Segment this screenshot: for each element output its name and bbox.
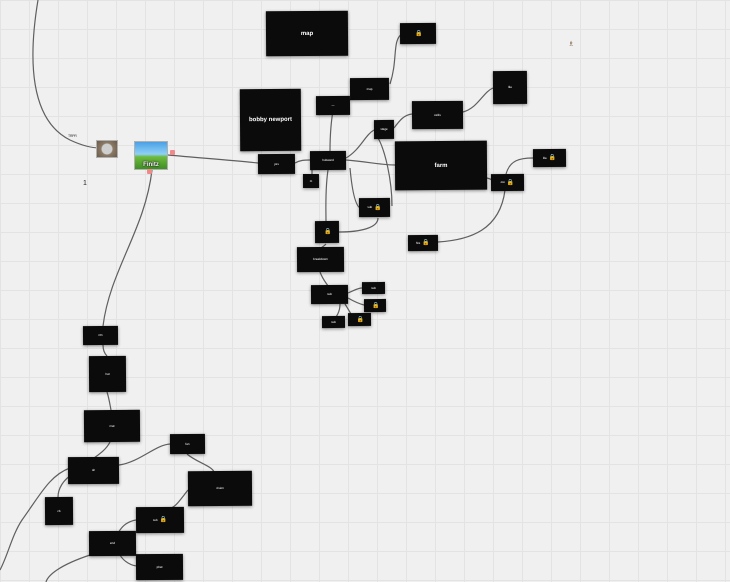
edge-node-c-to-far bbox=[462, 87, 494, 113]
lock-icon: 🔒 bbox=[324, 228, 332, 236]
edge-mid-lock-to-node-b bbox=[377, 137, 393, 207]
edge-hub-to-farm bbox=[345, 159, 397, 166]
edge-top-to-images bbox=[32, 0, 101, 149]
edge-stack-to-a bbox=[347, 287, 363, 294]
card-far[interactable]: lila bbox=[492, 70, 528, 105]
lock-icon: 🔒 bbox=[506, 179, 515, 186]
card-left-col-4[interactable]: oh bbox=[67, 456, 120, 485]
card-bobby-newport[interactable]: bobby newport bbox=[239, 88, 302, 152]
card-node-b[interactable]: stage bbox=[373, 119, 395, 140]
card-stack-c[interactable]: sub bbox=[321, 315, 346, 329]
card-vision[interactable]: vision bbox=[187, 470, 253, 507]
card-bottom-lock[interactable]: fire 🔒 bbox=[407, 234, 439, 252]
connector-handle-right[interactable] bbox=[170, 150, 175, 155]
card-far-right-lock[interactable]: lila 🔒 bbox=[532, 148, 567, 168]
edge-col3-to-col4 bbox=[93, 441, 111, 459]
card-left-entry[interactable]: yes bbox=[257, 153, 296, 175]
card-wide[interactable]: breakdown bbox=[296, 246, 345, 273]
edge-hub-to-node-b bbox=[345, 129, 375, 159]
edge-col4-to-fan bbox=[118, 443, 171, 466]
card-label: fire bbox=[416, 240, 421, 245]
card-map-right[interactable]: map bbox=[349, 77, 390, 101]
card-low-lock[interactable]: 🔒 bbox=[314, 220, 340, 244]
card-mid-lock[interactable]: sub 🔒 bbox=[358, 197, 391, 218]
edge-entry-to-hub bbox=[294, 159, 311, 164]
lock-icon: 🔒 bbox=[415, 30, 423, 37]
edge-vision-to-sub bbox=[169, 489, 189, 509]
card-stack-a[interactable]: sub bbox=[361, 281, 386, 295]
card-label: ore bbox=[500, 180, 505, 185]
card-label: lila bbox=[542, 155, 547, 160]
card-top-right-lock[interactable]: 🔒 bbox=[399, 22, 437, 45]
lock-icon: 🔒 bbox=[374, 204, 382, 211]
card-hub[interactable]: hubward bbox=[309, 150, 347, 171]
edge-end-to-bottom-left bbox=[45, 554, 91, 582]
lock-icon: 🔒 bbox=[159, 516, 168, 524]
card-label: sub bbox=[367, 205, 373, 210]
card-phat[interactable]: phat bbox=[135, 553, 184, 581]
edge-node-b-to-node-c bbox=[393, 113, 413, 129]
card-left-col-3[interactable]: mat bbox=[83, 409, 141, 443]
edge-wide-to-stack bbox=[319, 271, 329, 287]
card-stack-d[interactable]: 🔒 bbox=[347, 312, 372, 327]
card-end[interactable]: end bbox=[88, 530, 137, 557]
card-stack[interactable]: sub bbox=[310, 284, 349, 305]
canvas-label-number: 1 bbox=[83, 180, 87, 187]
edge-fan-to-vision bbox=[186, 453, 215, 473]
stone-image[interactable] bbox=[96, 140, 118, 158]
edge-col1-to-col2 bbox=[102, 344, 108, 357]
figure-icon: ♗ bbox=[568, 41, 575, 48]
edge-col2-to-col3 bbox=[106, 391, 112, 411]
banner-text: Finitz bbox=[143, 162, 159, 168]
edge-right-lock-to-far-right bbox=[505, 157, 534, 175]
card-sub-lock[interactable]: sub 🔒 bbox=[135, 506, 185, 534]
image-caption: ᵀᴿᴾᴿ bbox=[68, 134, 77, 140]
edge-stack-to-b bbox=[347, 297, 365, 306]
card-tiny-left[interactable]: m bbox=[302, 173, 320, 189]
banner-image[interactable]: Finitz bbox=[134, 141, 168, 170]
lock-icon: 🔒 bbox=[356, 316, 365, 323]
edge-low-lock-to-mid-lock bbox=[338, 217, 379, 233]
card-stack-b[interactable]: 🔒 bbox=[363, 298, 387, 313]
connector-handle-bottom[interactable] bbox=[147, 169, 152, 174]
lock-icon: 🔒 bbox=[422, 239, 430, 247]
card-node-c[interactable]: cellis bbox=[411, 100, 464, 130]
edge-banner-to-left-column bbox=[102, 169, 153, 327]
card-left-col-1[interactable]: ntn bbox=[82, 325, 119, 346]
card-map[interactable]: map bbox=[265, 10, 349, 57]
card-left-col-2[interactable]: hat bbox=[88, 355, 127, 393]
card-farm[interactable]: farm bbox=[394, 140, 488, 191]
lock-icon: 🔒 bbox=[372, 302, 380, 309]
card-node-a[interactable]: — bbox=[315, 95, 351, 116]
edge-hub-to-low-lock bbox=[325, 169, 329, 223]
edge-banner-to-entry bbox=[167, 154, 259, 164]
card-left-col-fan[interactable]: fan bbox=[169, 433, 206, 455]
card-right-lock[interactable]: ore 🔒 bbox=[490, 173, 525, 192]
edge-right-lock-to-bottom-lock bbox=[437, 189, 506, 243]
card-label: sub bbox=[152, 517, 158, 522]
lock-icon: 🔒 bbox=[548, 154, 557, 162]
card-left-small[interactable]: cb bbox=[44, 496, 74, 526]
